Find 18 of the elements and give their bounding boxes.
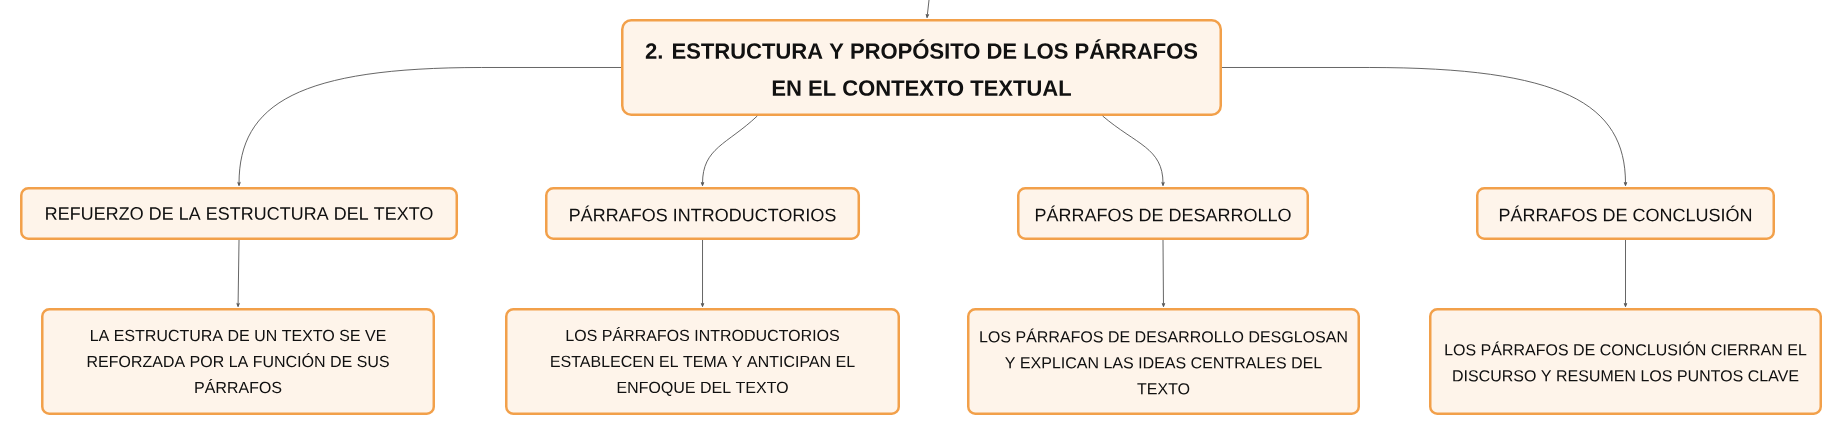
connector-arrow	[1102, 115, 1165, 187]
subtopic-box: PÁRRAFOS DE CONCLUSIÓN	[1476, 187, 1775, 240]
description-box: LOS PÁRRAFOS DE DESARROLLO DESGLOSAN Y EXPLICAN LAS IDEAS CENTRALES DEL TEXTO	[967, 308, 1360, 415]
connector-arrow	[1623, 239, 1628, 308]
subtopic-box: PÁRRAFOS INTRODUCTORIOS	[545, 187, 860, 240]
connector-arrow	[237, 67, 622, 187]
connector-arrow	[700, 239, 705, 308]
connector-arrow	[236, 239, 240, 308]
subtopic-box: REFUERZO DE LA ESTRUCTURA DEL TEXTO	[20, 187, 458, 240]
description-box: LOS PÁRRAFOS DE CONCLUSIÓN CIERRAN EL DISCURSO Y RESUMEN LOS PUNTOS CLAVE	[1429, 308, 1822, 415]
description-box: LA ESTRUCTURA DE UN TEXTO SE VE REFORZADA POR LA FUNCIÓN DE SUS PÁRRAFOS	[41, 308, 436, 415]
connector-arrow	[700, 115, 758, 187]
subtopic-box: PÁRRAFOS DE DESARROLLO	[1017, 187, 1309, 240]
topic-box: 2. ESTRUCTURA Y PROPÓSITO DE LOS PÁRRAFOS EN EL CONTEXTO TEXTUAL	[621, 19, 1222, 116]
connector-arrow	[1161, 239, 1166, 308]
connector-arrow	[925, 0, 930, 19]
description-box: LOS PÁRRAFOS INTRODUCTORIOS ESTABLECEN EL TEMA Y ANTICIPAN EL ENFOQUE DEL TEXTO	[505, 308, 900, 415]
connector-arrow	[1221, 67, 1628, 187]
